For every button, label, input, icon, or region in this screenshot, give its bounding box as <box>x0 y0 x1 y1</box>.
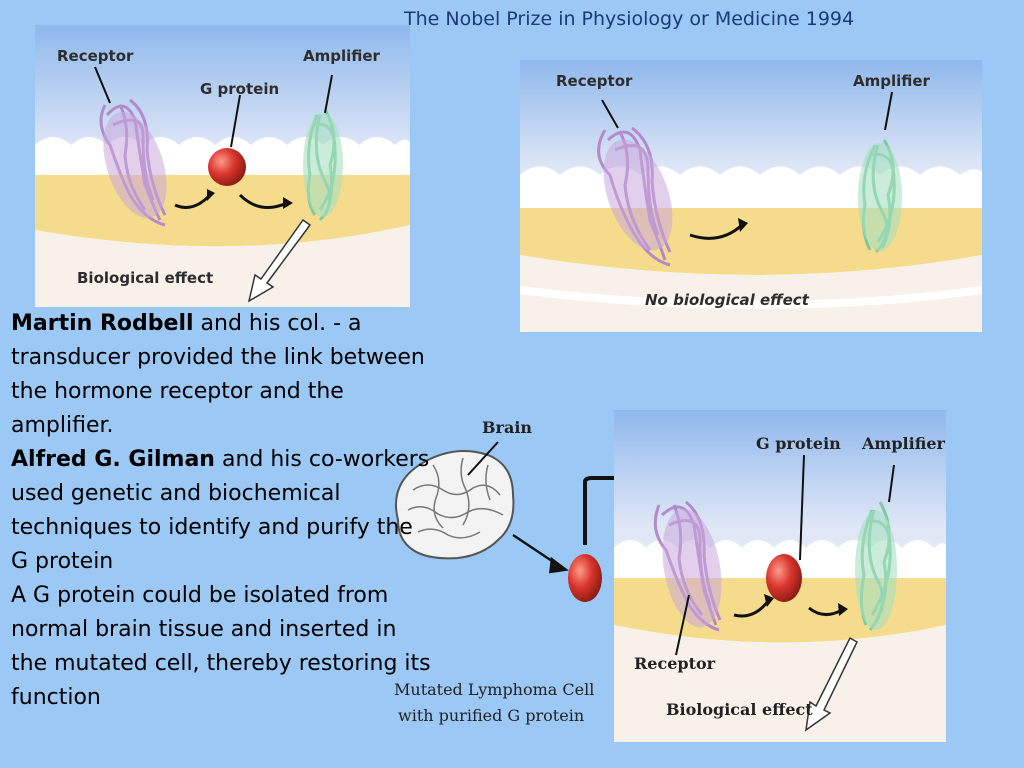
brain-label: Brain <box>482 418 533 437</box>
no-effect-label: No biological effect <box>645 291 809 309</box>
brain-icon <box>395 450 515 560</box>
signaling-panel-mutated: Receptor Amplifier No biological effect <box>520 60 982 332</box>
g-protein-ball <box>568 554 602 602</box>
receptor-label: Receptor <box>556 72 633 90</box>
rodbell-text: and his col. - a transducer provided the… <box>11 311 425 438</box>
paragraph-isolation: A G protein could be isolated from norma… <box>11 583 431 710</box>
gilman-text: and his co-workers used genetic and bioc… <box>11 447 430 574</box>
brain-diagram <box>395 441 602 602</box>
effect-label: Biological effect <box>77 269 214 287</box>
explanation-text: Martin Rodbell and his col. - a transduc… <box>11 307 431 715</box>
cell-label-line2: with purified G protein <box>398 706 585 725</box>
paragraph-rodbell: Martin Rodbell and his col. - a transduc… <box>11 307 431 443</box>
amplifier-label: Amplifier <box>862 434 945 453</box>
receptor-label: Receptor <box>57 47 134 65</box>
panel-2-diagram <box>520 60 982 332</box>
g-protein-label: G protein <box>756 434 841 453</box>
cell-label-line1: Mutated Lymphoma Cell <box>394 680 595 699</box>
signaling-panel-restored: G protein Amplifier Receptor Biological … <box>614 410 946 742</box>
paragraph-gilman: Alfred G. Gilman and his co-workers used… <box>11 443 431 579</box>
amplifier-label: Amplifier <box>853 72 930 90</box>
effect-arrow <box>805 636 858 732</box>
g-protein-ball <box>766 554 802 602</box>
g-protein-ball <box>208 148 246 186</box>
signaling-panel-normal: Receptor G protein Amplifier Biological … <box>35 25 410 307</box>
name-gilman: Alfred G. Gilman <box>11 447 215 472</box>
panel-3-diagram <box>614 410 946 742</box>
name-rodbell: Martin Rodbell <box>11 311 194 336</box>
effect-arrow <box>247 218 312 303</box>
g-protein-label: G protein <box>200 80 280 98</box>
amplifier-label: Amplifier <box>303 47 380 65</box>
page-title: The Nobel Prize in Physiology or Medicin… <box>404 8 855 30</box>
receptor-label: Receptor <box>634 654 716 673</box>
effect-label: Biological effect <box>666 700 813 719</box>
panel-1-diagram <box>35 25 410 307</box>
brain-illustration: Brain Mutated Lymphoma Cell with purifie… <box>388 410 618 740</box>
